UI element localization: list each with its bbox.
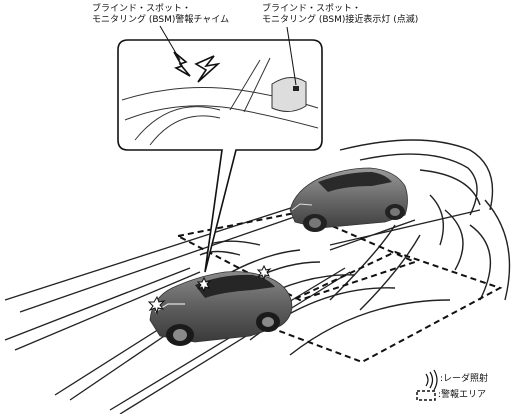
legend-alert-text: :警報エリア: [438, 390, 487, 400]
legend-alert-area-swatch: [416, 390, 436, 401]
legend-radar-label: レーダ照射: [443, 374, 489, 384]
bsm-indicator-light: [293, 86, 299, 91]
indicator-label-line2: モニタリング (BSM)接近表示灯 (点滅): [262, 15, 419, 25]
chime-lightning-icon: [173, 51, 221, 83]
sensor-flash-icons: [147, 264, 272, 315]
chime-label-line2: モニタリング (BSM)警報チャイム: [92, 15, 230, 25]
cabin-callout: [117, 39, 323, 273]
indicator-label-line1: ブラインド・スポット・: [262, 4, 362, 14]
legend-radar-icon: [425, 369, 438, 391]
legend-radar-text: :レーダ照射: [440, 374, 489, 384]
side-mirror: [271, 77, 307, 112]
legend-alert-label: 警報エリア: [441, 390, 487, 400]
road-lane-lines: [4, 204, 481, 414]
callout-leaders: [159, 25, 297, 86]
alert-area-dashed: [175, 210, 503, 364]
chime-label: ブラインド・スポット・ モニタリング (BSM)警報チャイム: [92, 4, 229, 26]
chime-label-line1: ブラインド・スポット・: [92, 4, 192, 14]
rear-car-illustration: [289, 167, 408, 232]
indicator-label: ブラインド・スポット・ モニタリング (BSM)接近表示灯 (点滅): [262, 4, 418, 26]
host-car-illustration: [149, 271, 293, 346]
